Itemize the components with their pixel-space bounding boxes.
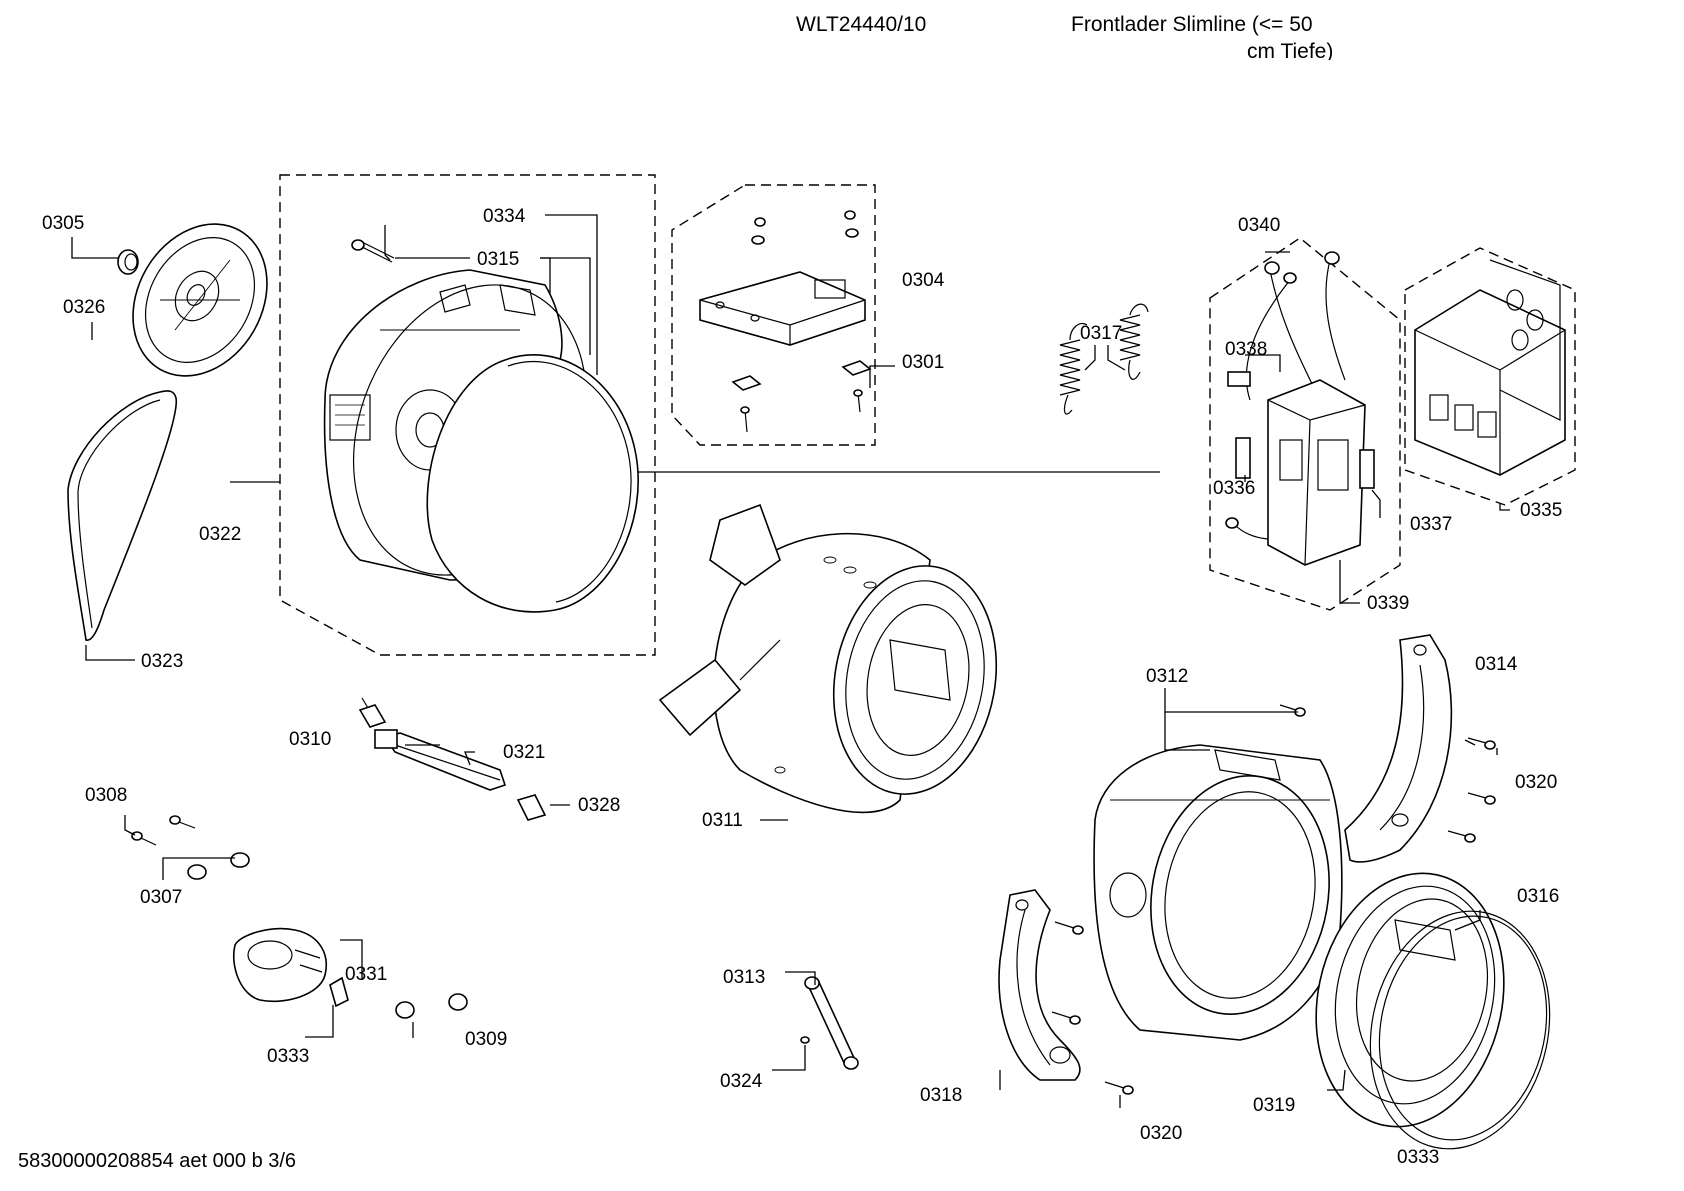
drum-pulley	[132, 223, 268, 377]
label-0318: 0318	[920, 1085, 962, 1106]
tub-suspension-springs	[1059, 303, 1149, 415]
label-0312: 0312	[1146, 666, 1188, 687]
document-id: 58300000208854 aet 000 b 3/6	[18, 1150, 297, 1172]
label-0301: 0301	[902, 352, 944, 373]
label-0328: 0328	[578, 795, 620, 816]
label-0316: 0316	[1517, 886, 1559, 907]
drain-pump	[233, 927, 327, 1003]
label-0333-pump: 0333	[267, 1046, 309, 1067]
tub-bolt	[351, 239, 395, 263]
counterweight-bolts	[1051, 737, 1496, 1095]
label-0339: 0339	[1367, 593, 1409, 614]
interference-filter	[1235, 437, 1251, 479]
label-0309: 0309	[465, 1029, 507, 1050]
pump-plugs	[395, 993, 468, 1019]
dispenser-drawer	[699, 271, 866, 346]
label-0333-ring: 0333	[1397, 1147, 1439, 1168]
dispenser-clips-and-screws	[731, 360, 872, 433]
label-0326: 0326	[63, 297, 105, 318]
pump-clip	[329, 976, 349, 1008]
label-0313: 0313	[723, 967, 765, 988]
lower-counterweight	[998, 889, 1081, 1081]
label-0331: 0331	[345, 964, 387, 985]
label-0334: 0334	[483, 206, 526, 227]
screws-0308	[131, 815, 196, 846]
drive-belt	[67, 390, 178, 641]
heater-clamp	[516, 794, 547, 821]
model-description-line2: cm Tiefe)	[1247, 40, 1334, 60]
label-0305: 0305	[42, 213, 84, 234]
caps-0307	[187, 852, 250, 880]
leader-lines	[71, 214, 1510, 1108]
label-0320-lower: 0320	[1140, 1123, 1182, 1144]
label-0319: 0319	[1253, 1095, 1295, 1116]
front-ring-seal	[1315, 872, 1505, 1128]
heating-element	[374, 729, 507, 791]
label-0324: 0324	[720, 1071, 763, 1092]
label-0310: 0310	[289, 729, 331, 750]
label-0317: 0317	[1080, 323, 1122, 344]
label-0320-upper: 0320	[1515, 772, 1557, 793]
label-0338: 0338	[1225, 339, 1267, 360]
label-0315: 0315	[477, 249, 519, 270]
front-tub-half	[1093, 744, 1343, 1041]
control-board-group-box	[1404, 247, 1576, 506]
wiring-harness	[1225, 251, 1346, 540]
label-0311: 0311	[702, 810, 743, 831]
label-0335: 0335	[1520, 500, 1562, 521]
model-number: WLT24440/10	[796, 13, 927, 36]
pulley-nut	[117, 249, 139, 275]
label-0307: 0307	[140, 887, 182, 908]
tub-group-box	[279, 174, 656, 656]
label-0322: 0322	[199, 524, 241, 545]
label-0304: 0304	[902, 270, 945, 291]
ntc-sensor	[358, 697, 387, 728]
connector-clip	[1359, 449, 1375, 489]
washing-drum	[658, 503, 998, 814]
upper-counterweight	[1344, 634, 1453, 863]
label-0340: 0340	[1238, 215, 1280, 236]
control-board	[1414, 259, 1566, 476]
label-0321: 0321	[503, 742, 545, 763]
tub-screw-top	[1279, 704, 1306, 717]
label-0337: 0337	[1410, 514, 1452, 535]
label-0323: 0323	[141, 651, 183, 672]
door-clamp-ring	[1369, 910, 1551, 1150]
shock-absorber	[800, 976, 859, 1070]
model-description-line1: Frontlader Slimline (<= 50	[1071, 13, 1313, 36]
wiring-module-group-box	[1209, 237, 1401, 611]
dispenser-dampers	[751, 210, 859, 245]
label-0336: 0336	[1213, 478, 1255, 499]
label-0314: 0314	[1475, 654, 1518, 675]
detergent-dispenser-group-box	[671, 184, 876, 446]
power-module-housing	[1267, 379, 1366, 566]
tub-gasket-ring	[426, 354, 639, 613]
label-0308: 0308	[85, 785, 127, 806]
